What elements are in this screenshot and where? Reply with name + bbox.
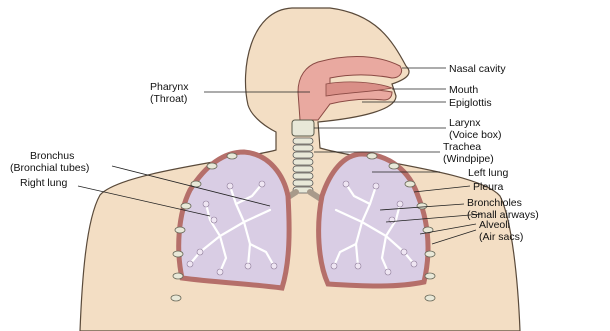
label-trachea-sub: (Windpipe) [443, 153, 494, 165]
label-nasal-cavity: Nasal cavity [449, 63, 506, 75]
label-trachea: Trachea [443, 141, 481, 153]
label-mouth: Mouth [449, 84, 478, 96]
label-alveoli-sub: (Air sacs) [479, 231, 523, 243]
label-larynx-sub: (Voice box) [449, 129, 502, 141]
label-pleura: Pleura [473, 181, 504, 193]
larynx-shape [292, 120, 314, 136]
label-alveoli: Alveoli [479, 219, 510, 231]
label-epiglottis: Epiglottis [449, 97, 492, 109]
label-larynx: Larynx [449, 117, 481, 129]
label-bronchus: Bronchus [30, 150, 74, 162]
label-pharynx: Pharynx [150, 81, 189, 93]
label-bronchus-sub: (Bronchial tubes) [10, 162, 89, 174]
label-pharynx-sub: (Throat) [150, 93, 187, 105]
label-right-lung: Right lung [20, 177, 67, 189]
label-bronchioles: Bronchioles [467, 197, 522, 209]
label-left-lung: Left lung [468, 167, 508, 179]
